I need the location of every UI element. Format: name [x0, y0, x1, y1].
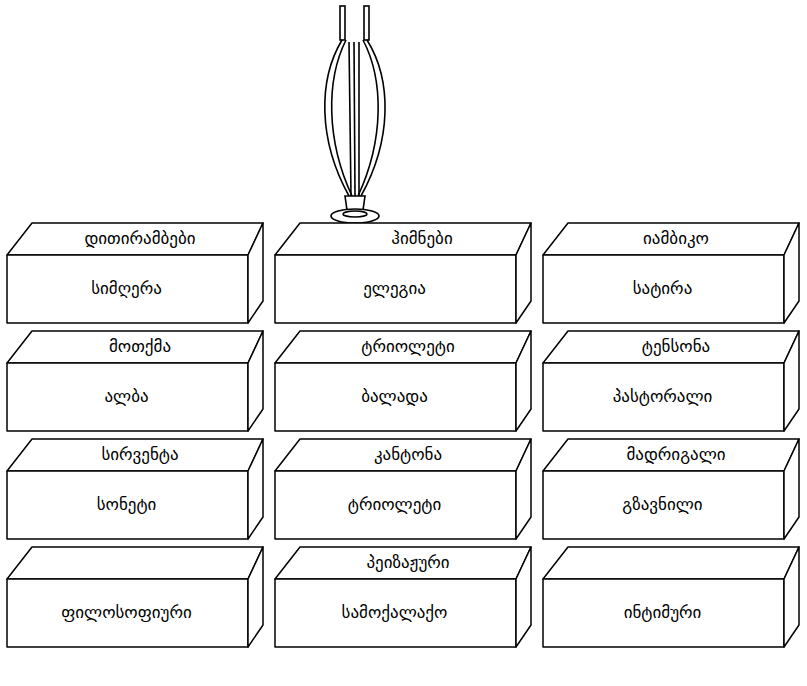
front-face: ბალადა — [280, 364, 509, 430]
kind-label: ალბა — [104, 387, 148, 407]
top-face: იამბიკო — [571, 224, 781, 253]
kind-label: პასტორალი — [613, 387, 713, 407]
front-face: ელეგია — [280, 256, 509, 322]
front-face: სონეტი — [12, 472, 241, 538]
bar-block: მოთქმა ალბა — [6, 330, 264, 432]
front-face: ინტიმური — [548, 580, 777, 646]
front-face: პასტორალი — [548, 364, 777, 430]
front-face: გზავნილი — [548, 472, 777, 538]
front-face: ტრიოლეტი — [280, 472, 509, 538]
bar-block: ჰიმნები ელეგია — [274, 222, 532, 324]
kind-label: გზავნილი — [622, 495, 702, 515]
front-face: ფილოსოფიური — [12, 580, 241, 646]
kind-label: სიმღერა — [91, 279, 162, 299]
top-face: პეიზაჟური — [303, 548, 513, 577]
kind-label: ელეგია — [363, 279, 426, 299]
top-face: კანტონა — [303, 440, 513, 469]
genre-label: მოთქმა — [109, 337, 171, 357]
genre-label: კანტონა — [374, 445, 442, 465]
top-face: ტრიოლეტი — [303, 332, 513, 361]
kind-label: ბალადა — [361, 387, 428, 407]
kind-label: სონეტი — [97, 495, 157, 515]
bar-block: პეიზაჟური სამოქალაქო — [274, 546, 532, 648]
genre-label: მადრიგალი — [626, 445, 725, 465]
bar-block: სირვენტა სონეტი — [6, 438, 264, 540]
genre-label: დითირამბები — [84, 229, 195, 249]
kind-label: სამოქალაქო — [342, 603, 448, 623]
top-face: მოთქმა — [35, 332, 245, 361]
kind-label: ფილოსოფიური — [61, 603, 192, 623]
bar-outline — [542, 546, 802, 650]
lyre-symbol — [325, 6, 385, 223]
genre-label: სირვენტა — [101, 445, 178, 465]
top-face: დითირამბები — [35, 224, 245, 253]
genre-label: იამბიკო — [643, 229, 709, 249]
top-face: ჰიმნები — [331, 224, 513, 253]
genre-label: ტრიოლეტი — [361, 337, 454, 357]
bar-block: კანტონა ტრიოლეტი — [274, 438, 532, 540]
kind-label: ინტიმური — [624, 603, 702, 623]
bar-block: ტრიოლეტი ბალადა — [274, 330, 532, 432]
front-face: ალბა — [12, 364, 241, 430]
kind-label: ტრიოლეტი — [348, 495, 441, 515]
bar-block: მადრიგალი გზავნილი — [542, 438, 800, 540]
front-face: სიმღერა — [12, 256, 241, 322]
kind-label: სატირა — [633, 279, 693, 299]
bar-block: დითირამბები სიმღერა — [6, 222, 264, 324]
genre-label: პეიზაჟური — [366, 553, 449, 573]
bar-block: იამბიკო სატირა — [542, 222, 800, 324]
front-face: სატირა — [548, 256, 777, 322]
genre-label: ტენსონა — [642, 337, 710, 357]
genre-label: ჰიმნები — [391, 229, 452, 249]
top-face: მადრიგალი — [571, 440, 781, 469]
bar-block: ტენსონა პასტორალი — [542, 330, 800, 432]
bar-block: ინტიმური — [542, 546, 800, 648]
bar-outline — [6, 546, 266, 650]
bar-block: ფილოსოფიური — [6, 546, 264, 648]
top-face: ტენსონა — [571, 332, 781, 361]
front-face: სამოქალაქო — [280, 580, 509, 646]
top-face: სირვენტა — [35, 440, 245, 469]
